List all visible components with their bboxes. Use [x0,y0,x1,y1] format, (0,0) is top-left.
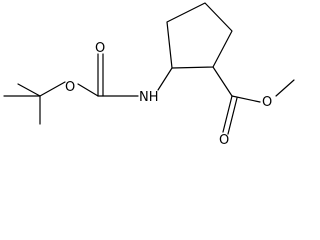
cyclopentane-ring [166,2,233,69]
nitrogen-to-ring-bond [157,67,173,91]
ester-carbonyl-oxygen-label: O [219,133,229,144]
tert-butyl-group [3,81,66,125]
tbutyl-to-oxygen-bond [39,81,66,97]
oxygen-to-methyl-bond [275,79,295,97]
carbamate-carbonyl-oxygen-label: O [95,41,105,56]
oxygen-to-carbonyl-bond [77,83,99,97]
ring-to-ester-carbon-bond [212,66,233,97]
chemical-structure: O O NH O O [3,2,295,144]
methyl-ester-group [212,66,295,135]
ester-carbon-to-oxygen-bond [231,95,261,103]
carbamate-ester-oxygen-label: O [65,80,75,95]
amine-nitrogen-label: NH [139,90,159,105]
ester-carbonyl-double-bond-b [227,97,238,135]
ester-carbonyl-double-bond-a [222,95,233,133]
methyl-bond-upper-left [17,83,41,97]
carbamate-group [77,53,139,97]
ester-oxygen-label: O [262,95,272,110]
